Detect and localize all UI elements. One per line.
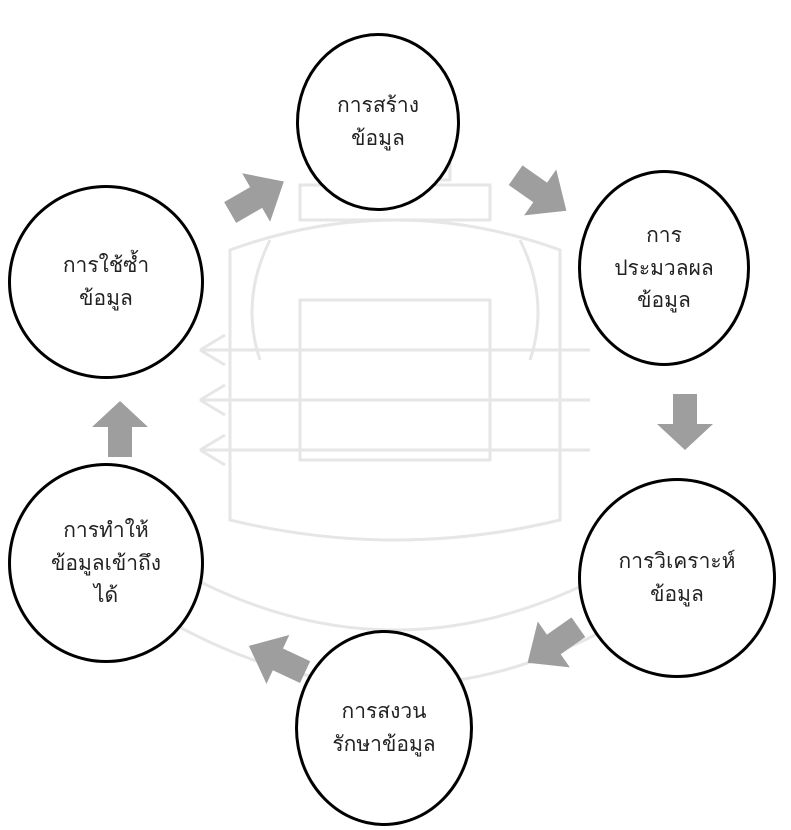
arrow-reuse-to-create <box>224 173 284 223</box>
arrow-create-to-process <box>508 165 567 216</box>
arrow-access-to-reuse <box>92 401 148 457</box>
node-access-line-3: ได้ <box>93 583 119 608</box>
node-create-line-1: การสร้าง <box>337 93 419 118</box>
node-preserve-data: การสงวน รักษาข้อมูล <box>295 630 473 826</box>
node-create-line-2: ข้อมูล <box>351 126 405 150</box>
node-process-line-2: ประมวลผล <box>614 255 714 280</box>
node-preserve-line-1: การสงวน <box>341 699 427 724</box>
arrow-process-to-analyze <box>657 394 713 450</box>
node-process-line-1: การ <box>646 223 682 248</box>
node-create-data: การสร้าง ข้อมูล <box>296 33 460 211</box>
node-reuse-line-2: ข้อมูล <box>79 286 133 310</box>
node-access-line-2: ข้อมูลเข้าถึง <box>51 550 161 575</box>
node-process-data: การ ประมวลผล ข้อมูล <box>578 170 750 366</box>
arrow-preserve-to-access <box>248 634 310 684</box>
node-analyze-line-1: การวิเคราะห์ <box>618 549 736 574</box>
node-process-line-3: ข้อมูล <box>637 288 691 313</box>
node-access-data: การทำให้ ข้อมูลเข้าถึง ได้ <box>8 463 204 663</box>
node-analyze-data: การวิเคราะห์ ข้อมูล <box>578 478 776 678</box>
node-analyze-line-2: ข้อมูล <box>650 582 704 606</box>
node-access-line-1: การทำให้ <box>63 518 149 543</box>
node-reuse-data: การใช้ซ้ำ ข้อมูล <box>8 185 204 379</box>
node-preserve-line-2: รักษาข้อมูล <box>332 732 436 756</box>
node-reuse-line-1: การใช้ซ้ำ <box>62 253 150 278</box>
arrow-analyze-to-preserve <box>527 617 586 668</box>
